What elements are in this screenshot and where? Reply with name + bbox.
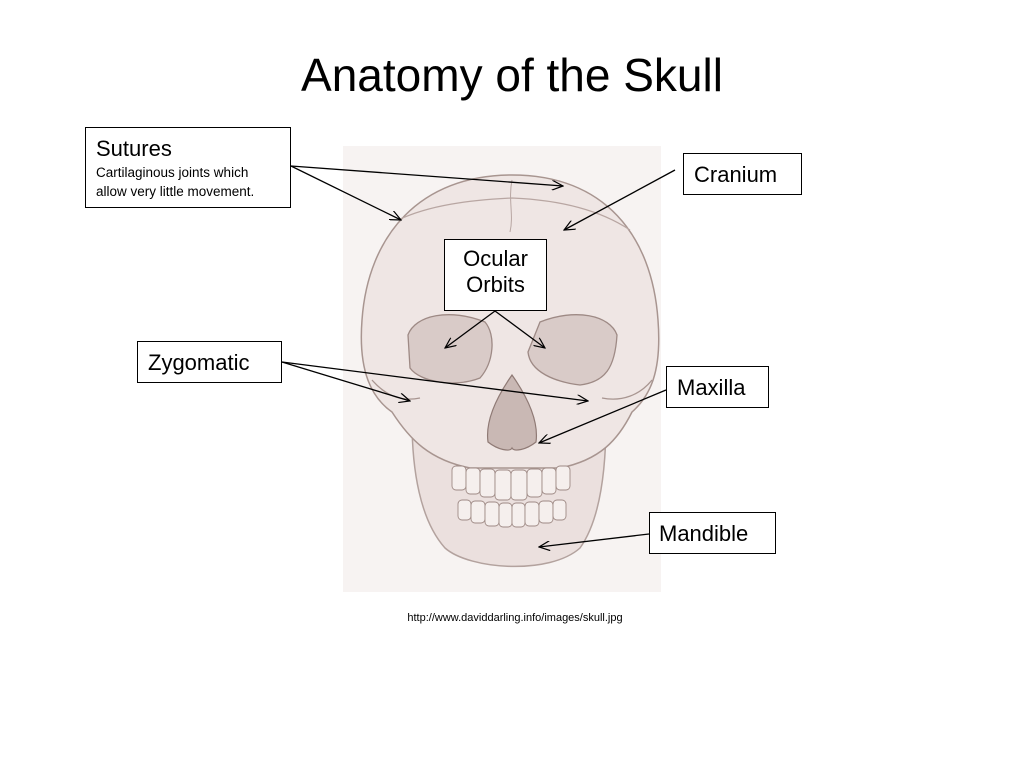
sutures-arrow-1 <box>290 165 563 186</box>
cranium-arrow <box>564 169 676 230</box>
pointer-arrows <box>281 165 676 547</box>
ocular-label-line-2: Orbits <box>466 272 525 298</box>
zygomatic-arch-right <box>601 379 653 400</box>
sutures-description-line-1: Cartilaginous joints which <box>96 165 249 181</box>
ocular-label-line-1: Ocular <box>463 246 528 271</box>
ocular-orbits-label-box: Ocular Orbits <box>444 239 547 311</box>
maxilla-arrow <box>539 389 667 443</box>
sutures-label-box: Sutures Cartilaginous joints which allow… <box>85 127 291 208</box>
lower-teeth <box>457 499 567 528</box>
ocular-arrow-right <box>494 310 545 348</box>
mandible-label-box: Mandible <box>649 512 776 554</box>
zygomatic-arrow-1 <box>281 361 410 401</box>
mandible-label: Mandible <box>659 521 749 546</box>
nasal-cavity <box>486 373 538 451</box>
maxilla-label: Maxilla <box>677 375 746 400</box>
sutures-heading: Sutures <box>96 136 172 161</box>
zygomatic-arrow-2 <box>281 361 588 401</box>
source-url: http://www.daviddarling.info/images/skul… <box>407 612 623 624</box>
cranium-label: Cranium <box>694 162 778 187</box>
sagittal-suture <box>509 179 513 233</box>
sutures-description-line-2: allow very little movement. <box>96 183 255 199</box>
mandible-arrow <box>539 533 650 547</box>
upper-teeth <box>451 465 571 501</box>
sutures-arrow-2 <box>290 165 401 220</box>
maxilla-label-box: Maxilla <box>666 366 769 408</box>
coronal-suture <box>397 197 631 231</box>
cranium-label-box: Cranium <box>683 153 802 195</box>
right-orbit <box>527 314 618 386</box>
zygomatic-label-box: Zygomatic <box>137 341 282 383</box>
sutures-description: Cartilaginous joints which allow very li… <box>96 164 290 200</box>
page-title: Anatomy of the Skull <box>301 49 723 101</box>
ocular-arrow-left <box>445 310 496 348</box>
zygomatic-label: Zygomatic <box>148 350 250 375</box>
left-orbit <box>407 314 493 384</box>
